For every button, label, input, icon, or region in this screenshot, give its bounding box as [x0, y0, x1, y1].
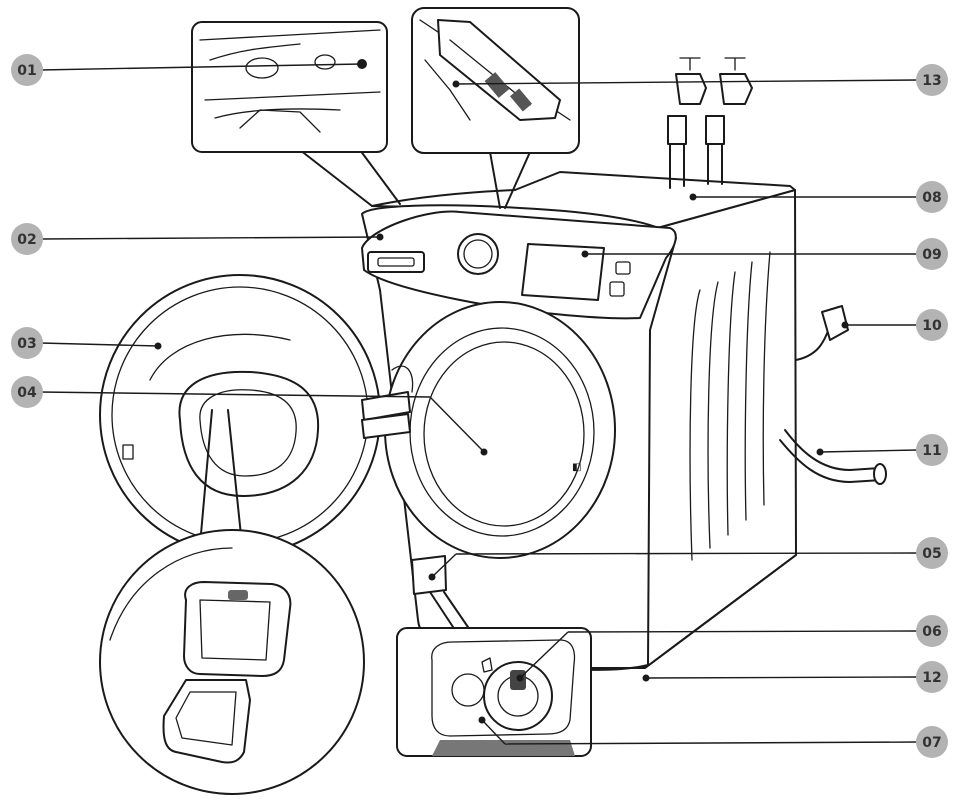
- drain-hose: [779, 429, 887, 485]
- callout-04: 04: [11, 376, 43, 408]
- inset-detergent-drawer: [191, 21, 401, 207]
- callout-06: 06: [916, 615, 948, 647]
- detergent-drawer: [367, 251, 425, 273]
- callout-09: 09: [916, 238, 948, 270]
- callout-06-label: 06: [922, 624, 941, 640]
- callout-07: 07: [916, 726, 948, 758]
- callout-01-label: 01: [17, 63, 36, 79]
- drum-opening: [384, 301, 616, 559]
- inset-door-detail: [99, 409, 365, 795]
- callout-03: 03: [11, 327, 43, 359]
- callout-02-label: 02: [17, 232, 36, 248]
- inset-detail-13: [411, 7, 580, 209]
- inset-pump-filter: [396, 591, 592, 757]
- callout-04-label: 04: [17, 385, 37, 401]
- callout-07-label: 07: [922, 735, 941, 751]
- callout-11: 11: [916, 434, 948, 466]
- pump-cover: [411, 555, 447, 595]
- power-cord: [795, 305, 849, 361]
- callout-12-label: 12: [922, 670, 941, 686]
- svg-text:◧: ◧: [572, 462, 581, 473]
- callout-leaders: [39, 60, 919, 745]
- callout-13-label: 13: [922, 73, 941, 89]
- water-taps: [667, 57, 753, 189]
- callout-02: 02: [11, 223, 43, 255]
- callout-01: 01: [11, 54, 43, 86]
- callout-badges: 01 02 03 04 05 06 07 08: [11, 54, 948, 758]
- callout-03-label: 03: [17, 336, 36, 352]
- callout-12: 12: [916, 661, 948, 693]
- callout-10: 10: [916, 309, 948, 341]
- callout-13: 13: [916, 64, 948, 96]
- callout-05-label: 05: [922, 546, 941, 562]
- callout-09-label: 09: [922, 247, 941, 263]
- door-glass: [178, 370, 320, 498]
- callout-10-label: 10: [922, 318, 942, 334]
- callout-08-label: 08: [922, 190, 941, 206]
- callout-11-label: 11: [922, 443, 941, 459]
- display-panel: [521, 243, 605, 301]
- callout-08: 08: [916, 181, 948, 213]
- callout-05: 05: [916, 537, 948, 569]
